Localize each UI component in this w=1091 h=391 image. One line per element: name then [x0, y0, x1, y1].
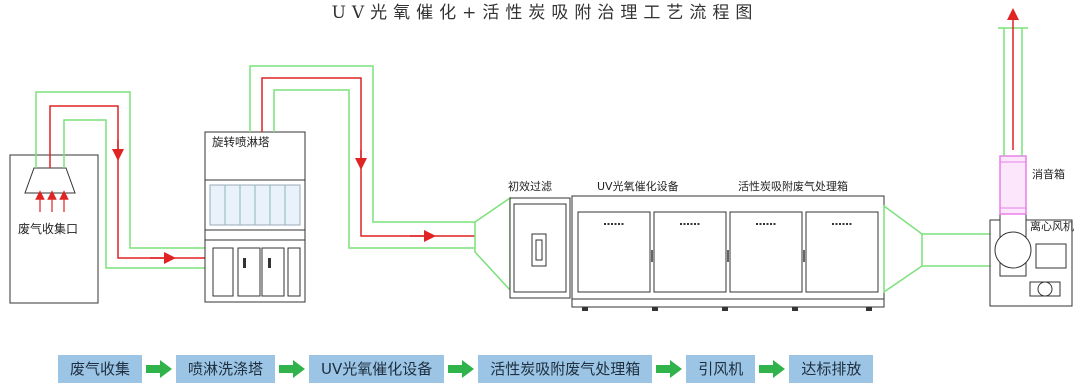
primary-filter: 初效过滤 — [508, 179, 571, 299]
flow-step-carbon-box: 活性炭吸附废气处理箱 — [478, 355, 653, 383]
flow-arrow-icon — [652, 355, 686, 383]
flow-step-induced-fan: 引风机 — [686, 355, 756, 383]
flow-step-compliant-discharge: 达标排放 — [789, 355, 874, 383]
process-flow-bar: 废气收集 喷淋洗涤塔 UV光氧催化设备 活性炭吸附废气处理箱 引风机 达标排放 — [58, 352, 874, 386]
treatment-cabinet: UV光氧催化设备 活性炭吸附废气处理箱 — [571, 179, 885, 311]
silencer: 消音箱 — [999, 155, 1065, 215]
inlet-transition — [474, 196, 511, 292]
primary-filter-label: 初效过滤 — [508, 179, 552, 193]
flow-step-uv-device: UV光氧催化设备 — [309, 355, 445, 383]
centrifugal-fan: 离心风机 — [989, 213, 1074, 307]
spray-tower: 旋转喷淋塔 — [204, 131, 306, 303]
collector-label: 废气收集口 — [18, 221, 78, 236]
fan-label: 离心风机 — [1030, 219, 1074, 233]
carbon-box-label: 活性炭吸附废气处理箱 — [738, 179, 848, 193]
flow-arrow-icon — [142, 355, 176, 383]
flow-arrow-icon — [444, 355, 478, 383]
duct-collector-to-tower — [35, 91, 205, 269]
outlet-duct — [883, 204, 1000, 294]
exhaust-collector: 废气收集口 — [9, 154, 99, 304]
uv-device-label: UV光氧催化设备 — [597, 179, 679, 193]
flow-arrow-icon — [755, 355, 789, 383]
duct-tower-to-filter — [249, 65, 475, 249]
spray-tower-label: 旋转喷淋塔 — [212, 135, 270, 149]
flow-step-exhaust-collection: 废气收集 — [58, 355, 143, 383]
flow-arrow-icon — [275, 355, 309, 383]
silencer-label: 消音箱 — [1032, 167, 1065, 181]
process-diagram: UV光氧催化+活性炭吸附治理工艺流程图 废气收集口 旋转喷淋塔 — [9, 3, 1074, 311]
diagram-title: UV光氧催化+活性炭吸附治理工艺流程图 — [332, 3, 759, 23]
flow-step-spray-tower: 喷淋洗涤塔 — [176, 355, 276, 383]
exhaust-stack — [998, 8, 1028, 156]
